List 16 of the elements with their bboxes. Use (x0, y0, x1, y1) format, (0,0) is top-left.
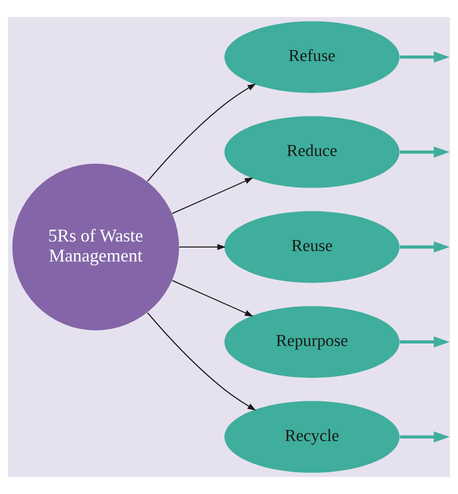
arrow (400, 52, 450, 63)
arrow (400, 146, 450, 158)
arrow (147, 84, 256, 182)
node-ellipse: Reuse (224, 211, 400, 283)
arrow (179, 244, 226, 250)
node-ellipse: Refuse (224, 21, 400, 93)
arrow (400, 336, 450, 348)
arrow (400, 431, 450, 442)
arrow (172, 280, 254, 316)
node-ellipse: Repurpose (224, 306, 400, 378)
arrow (172, 178, 254, 214)
node-ellipse: Recycle (224, 401, 400, 473)
node-circle: 5Rs of Waste Management (12, 164, 180, 330)
node-ellipse: Reduce (224, 116, 400, 188)
arrow (400, 241, 450, 253)
arrow (147, 312, 256, 410)
